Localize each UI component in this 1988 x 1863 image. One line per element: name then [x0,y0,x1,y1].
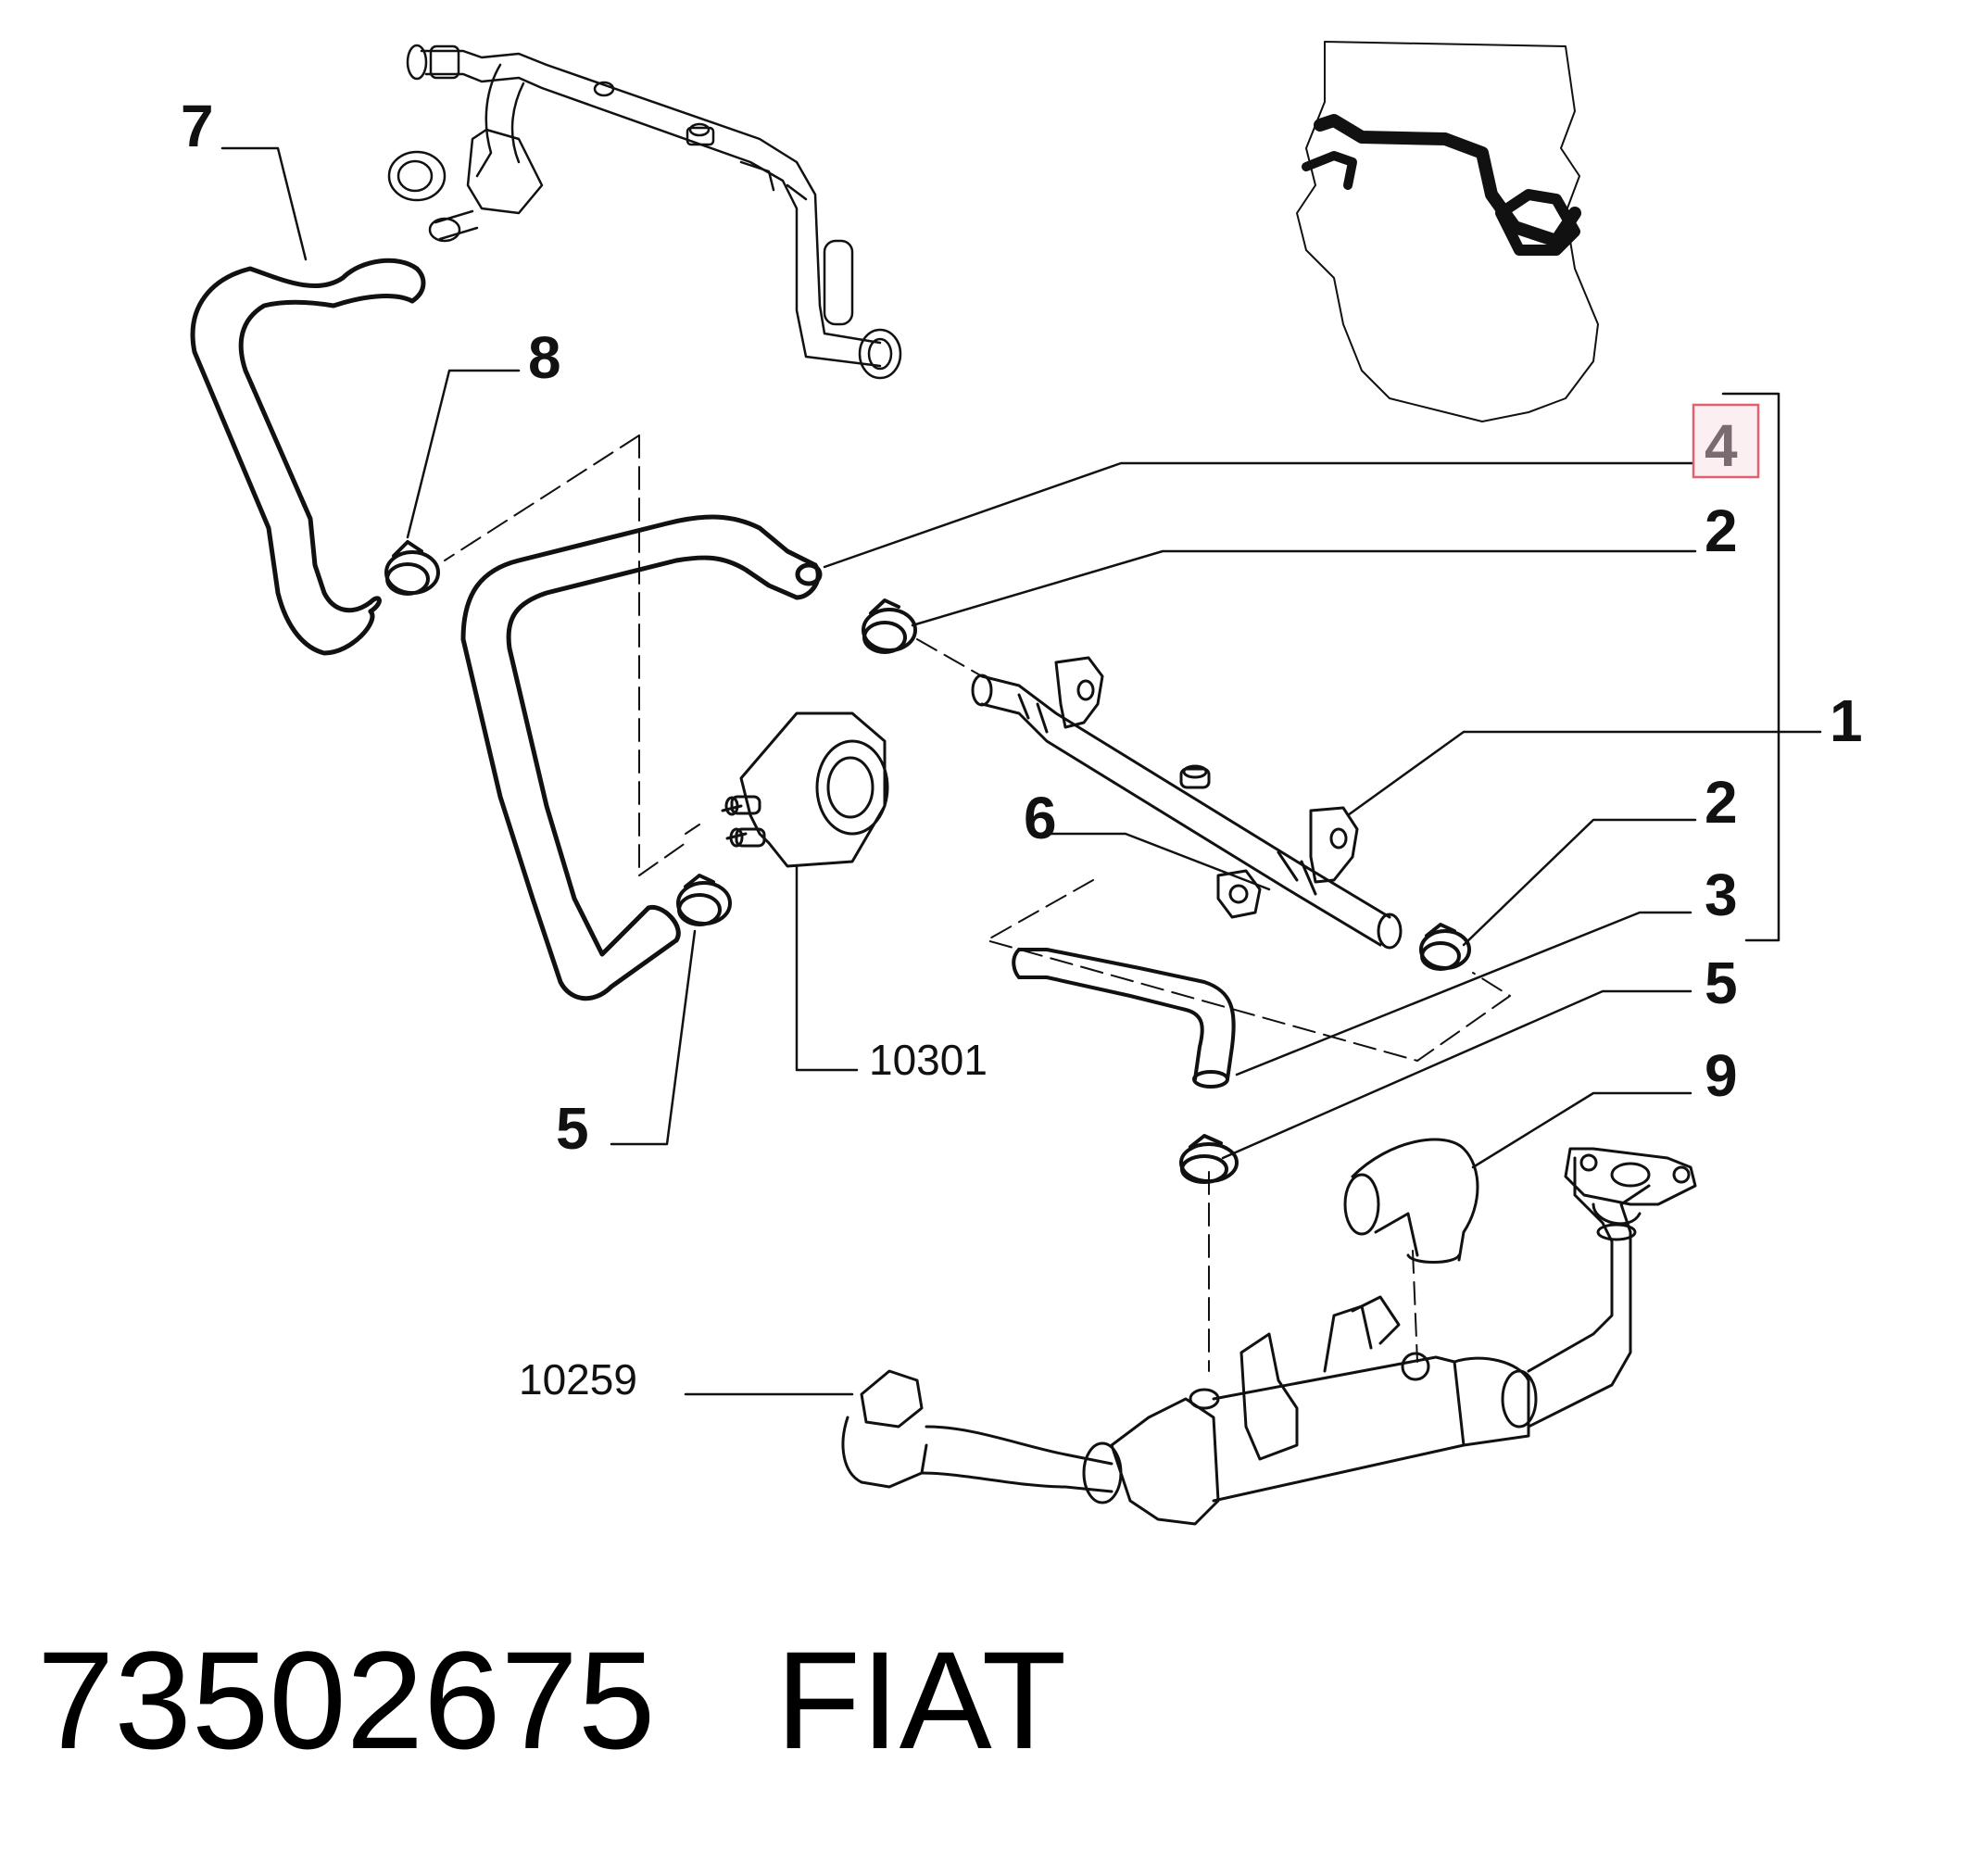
egr-cooler-10259 [841,1147,1697,1526]
exploded-parts-diagram: 7 8 4 2 1 6 2 3 5 9 5 10301 10259 [181,41,1863,1526]
clamp-2-upper [862,598,917,654]
callout-8: 8 [528,324,561,391]
part-number: 73502675 [37,1622,656,1778]
clamp-5-left [676,874,732,926]
leader-lines [220,146,1822,1396]
highlight-box [1692,403,1760,479]
brand-name: FIAT [775,1622,1067,1778]
callout-9[interactable]: 9 [1705,1042,1738,1109]
callout-7: 7 [181,93,214,159]
hose-7 [190,258,426,656]
kit-bracket [1721,392,1780,942]
clamp-8 [384,540,440,596]
coolant-pipe-assembly [387,44,902,380]
engine-location-inset [1296,41,1599,422]
callout-4[interactable]: 4 [1705,412,1738,479]
oil-cooler-10301 [721,711,889,868]
callout-3[interactable]: 3 [1705,862,1738,928]
callout-5-left[interactable]: 5 [556,1095,589,1162]
hose-4 [460,514,823,1001]
clamp-2-lower [1419,923,1471,971]
callout-1[interactable]: 1 [1830,687,1863,754]
dashed-assembly-lines [444,434,1511,1372]
elbow-9 [1343,1138,1479,1264]
callout-6[interactable]: 6 [1024,785,1057,851]
callout-5-right[interactable]: 5 [1705,950,1738,1016]
hose-3 [1012,948,1236,1089]
nut-6 [1216,869,1262,919]
ref-oil-cooler: 10301 [869,1036,988,1084]
callout-2-upper[interactable]: 2 [1705,497,1738,564]
ref-exhaust: 10259 [519,1355,637,1404]
callout-2-lower[interactable]: 2 [1705,769,1738,836]
pipe-1 [971,656,1403,950]
